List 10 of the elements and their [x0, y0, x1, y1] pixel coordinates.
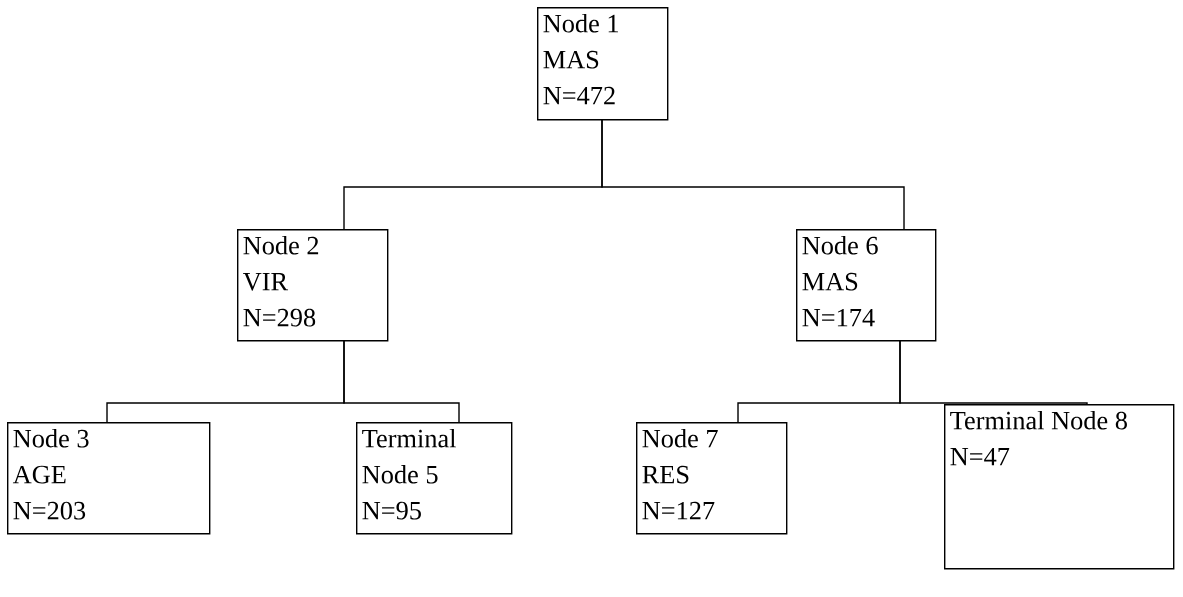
node-box: Terminal Node 8 N=47: [944, 404, 1175, 570]
node-box: Node 3 AGE N=203: [7, 422, 211, 535]
tree-connector: [899, 339, 1088, 405]
node-box: Node 1 MAS N=472: [537, 7, 669, 121]
node-box: Node 7 RES N=127: [636, 422, 788, 535]
node-box: Node 6 MAS N=174: [796, 229, 937, 342]
node-box: Terminal Node 5 N=95: [356, 422, 513, 535]
node-box: Node 2 VIR N=298: [237, 229, 389, 342]
tree-connector: [343, 339, 460, 423]
tree-connector: [601, 118, 905, 230]
